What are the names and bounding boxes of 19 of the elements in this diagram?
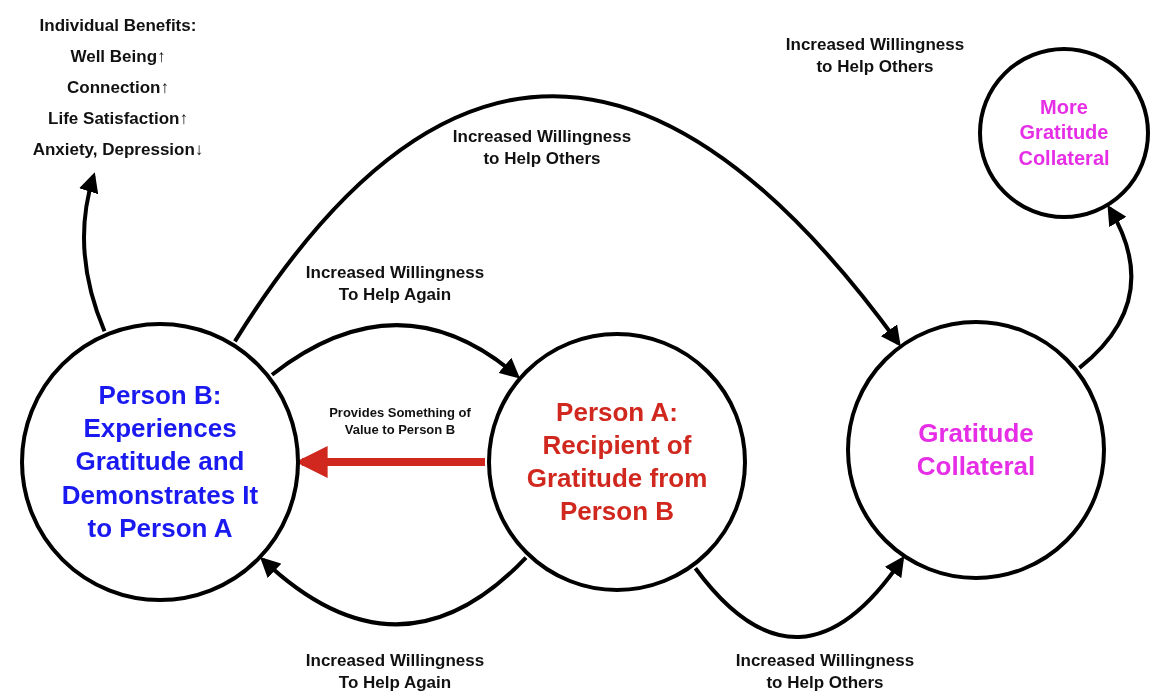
circle-node [846,320,1106,580]
node-label: Gratitude Collateral [915,417,1037,483]
node-label: Person B: Experiences Gratitude and Demonstrates It to Person A [60,379,260,545]
arrow [233,94,901,347]
arrow [693,556,905,639]
list-heading: Individual Benefits: [39,14,197,37]
circle-node [20,322,300,602]
list-item: Anxiety, Depression↓ [32,138,204,161]
circle-node [487,332,747,592]
list-item: Connection↑ [67,76,169,99]
list-item: Life Satisfaction↑ [48,107,188,130]
arrow [1078,204,1134,370]
node-label: Person A: Recipient of Gratitude from Person B [525,395,709,528]
node-label: More Gratitude Collateral [1018,94,1110,171]
arrow [270,323,521,379]
circle-node [978,47,1150,219]
arrow [259,556,528,627]
list-item: Well Being↑ [70,45,166,68]
arrow [79,172,107,333]
